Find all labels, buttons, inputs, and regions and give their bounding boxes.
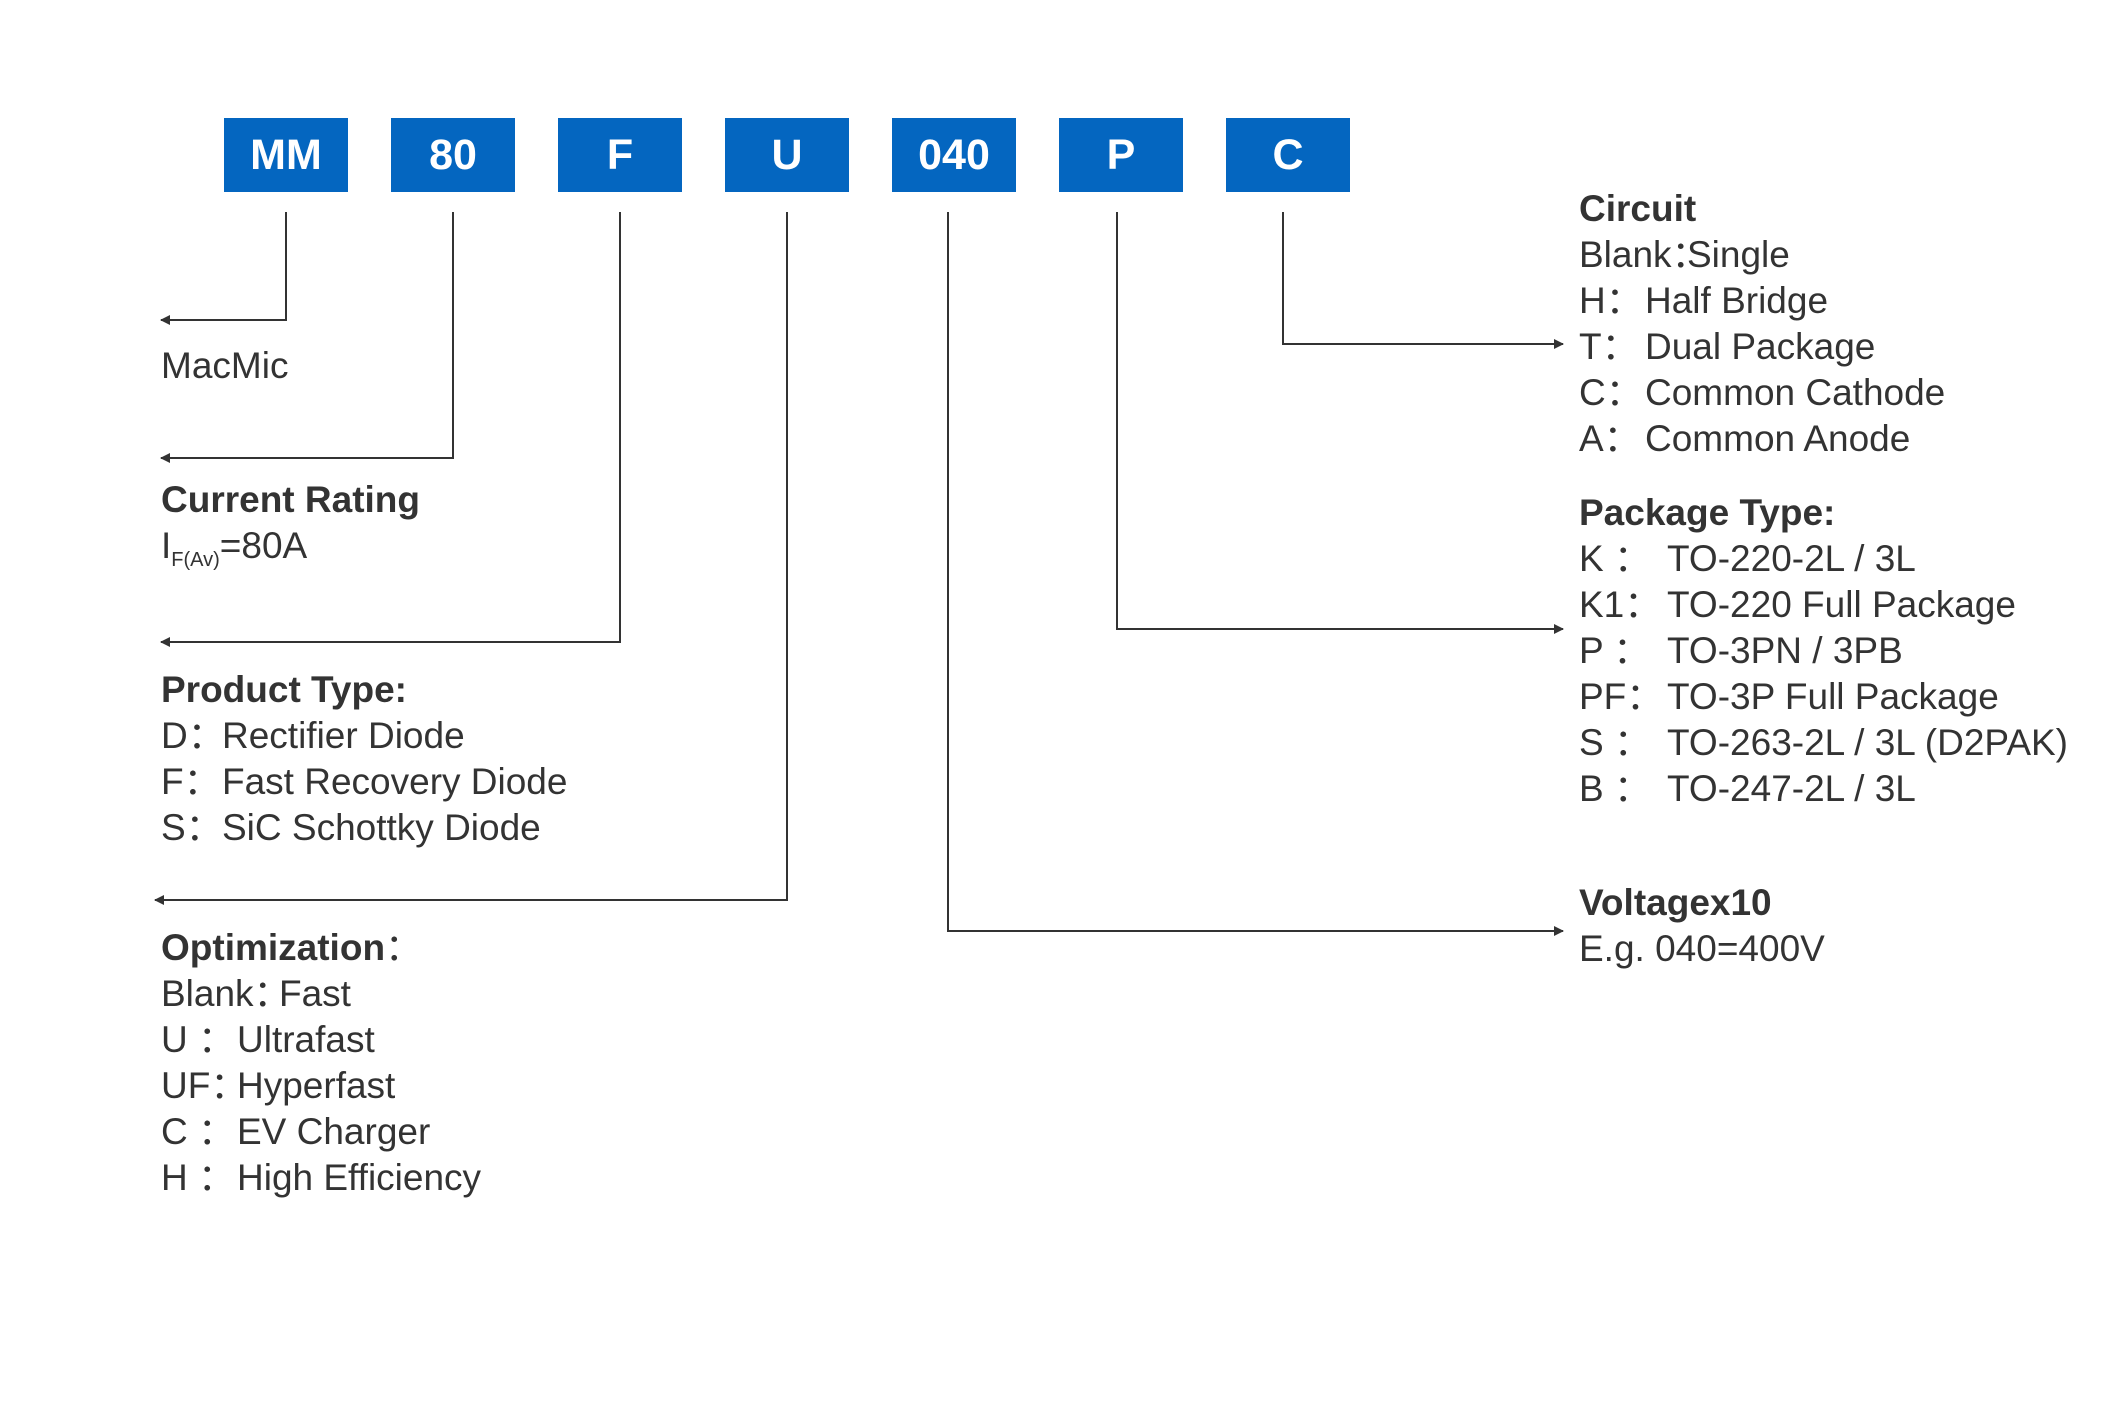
item-label: Ultrafast bbox=[237, 1019, 375, 1060]
connector-optimization bbox=[154, 212, 788, 905]
package-type-item: P ： TO-3PN / 3PB bbox=[1579, 628, 2068, 674]
optimization-title: Optimization bbox=[161, 927, 386, 968]
code-segment-mm: MM bbox=[224, 118, 348, 192]
item-label: TO-263-2L / 3L (D2PAK) bbox=[1667, 722, 2069, 763]
current-subscript: F(Av) bbox=[171, 549, 220, 571]
optimization-item: H ：High Efficiency bbox=[161, 1155, 481, 1201]
product-type-item: D：Rectifier Diode bbox=[161, 713, 567, 759]
item-code: K1： bbox=[1579, 584, 1662, 625]
product-type-item: S：SiC Schottky Diode bbox=[161, 805, 567, 851]
code-segment-optimization: U bbox=[725, 118, 849, 192]
current-symbol: I bbox=[161, 525, 172, 566]
optimization-block: Optimization： Blank：Fast U ：Ultrafast UF… bbox=[161, 925, 481, 1201]
item-label: Dual Package bbox=[1645, 326, 1876, 367]
item-code: H ： bbox=[161, 1157, 235, 1198]
optimization-item: UF：Hyperfast bbox=[161, 1063, 481, 1109]
item-label: Common Cathode bbox=[1645, 372, 1946, 413]
current-rating-block: Current Rating IF(Av)=80A bbox=[161, 477, 420, 583]
item-code: F： bbox=[161, 761, 221, 802]
package-type-item: K ： TO-220-2L / 3L bbox=[1579, 536, 2068, 582]
optimization-title-suffix: ： bbox=[385, 927, 423, 968]
package-type-title: Package Type: bbox=[1579, 492, 1836, 533]
item-code: C： bbox=[1579, 372, 1643, 413]
item-label: Common Anode bbox=[1645, 418, 1911, 459]
code-segment-circuit: C bbox=[1226, 118, 1350, 192]
product-type-item: F：Fast Recovery Diode bbox=[161, 759, 567, 805]
item-code: UF： bbox=[161, 1065, 248, 1106]
package-type-item: K1：TO-220 Full Package bbox=[1579, 582, 2068, 628]
item-code: B ： bbox=[1579, 768, 1651, 809]
item-code: S： bbox=[161, 807, 223, 848]
item-code: S ： bbox=[1579, 722, 1651, 763]
connector-product bbox=[160, 212, 621, 647]
brand-label: MacMic bbox=[161, 345, 289, 386]
item-code: PF： bbox=[1579, 676, 1664, 717]
item-label: TO-220-2L / 3L bbox=[1667, 538, 1916, 579]
package-type-item: S ： TO-263-2L / 3L (D2PAK) bbox=[1579, 720, 2068, 766]
item-label: Fast Recovery Diode bbox=[222, 761, 568, 802]
item-code: U ： bbox=[161, 1019, 235, 1060]
item-code: Blank： bbox=[1579, 234, 1709, 275]
item-label: SiC Schottky Diode bbox=[222, 807, 541, 848]
brand-block: MacMic bbox=[161, 343, 288, 389]
optimization-title-row: Optimization： bbox=[161, 925, 481, 971]
item-label: Hyperfast bbox=[237, 1065, 396, 1106]
circuit-item: C：Common Cathode bbox=[1579, 370, 1945, 416]
connector-brand bbox=[160, 212, 287, 325]
item-code: K ： bbox=[1579, 538, 1651, 579]
item-code: T： bbox=[1579, 326, 1639, 367]
circuit-item: T：Dual Package bbox=[1579, 324, 1945, 370]
connector-circuit bbox=[1282, 212, 1564, 349]
optimization-item: Blank：Fast bbox=[161, 971, 481, 1017]
product-type-title: Product Type: bbox=[161, 669, 407, 710]
circuit-title: Circuit bbox=[1579, 188, 1697, 229]
circuit-item: H：Half Bridge bbox=[1579, 278, 1945, 324]
package-type-block: Package Type: K ： TO-220-2L / 3L K1：TO-22… bbox=[1579, 490, 2068, 812]
item-label: TO-247-2L / 3L bbox=[1667, 768, 1916, 809]
code-segment-product: F bbox=[558, 118, 682, 192]
item-code: D： bbox=[161, 715, 225, 756]
item-label: Single bbox=[1687, 234, 1790, 275]
product-type-block: Product Type: D：Rectifier Diode F：Fast R… bbox=[161, 667, 567, 851]
item-label: Fast bbox=[279, 973, 351, 1014]
code-segment-package: P bbox=[1059, 118, 1183, 192]
item-label: Rectifier Diode bbox=[222, 715, 465, 756]
current-value: =80A bbox=[219, 525, 308, 566]
item-label: Half Bridge bbox=[1645, 280, 1829, 321]
package-type-item: B ： TO-247-2L / 3L bbox=[1579, 766, 2068, 812]
item-label: EV Charger bbox=[237, 1111, 431, 1152]
voltage-title: Voltagex10 bbox=[1579, 882, 1772, 923]
connector-voltage bbox=[947, 212, 1564, 936]
voltage-block: Voltagex10 E.g. 040=400V bbox=[1579, 880, 1825, 972]
item-code: A： bbox=[1579, 418, 1641, 459]
package-type-item: PF：TO-3P Full Package bbox=[1579, 674, 2068, 720]
item-code: Blank： bbox=[161, 973, 291, 1014]
item-label: TO-3PN / 3PB bbox=[1667, 630, 1903, 671]
item-label: High Efficiency bbox=[237, 1157, 482, 1198]
current-rating-title: Current Rating bbox=[161, 479, 420, 520]
code-segment-current: 80 bbox=[391, 118, 515, 192]
item-code: P ： bbox=[1579, 630, 1651, 671]
current-rating-value-row: IF(Av)=80A bbox=[161, 523, 420, 583]
item-code: C ： bbox=[161, 1111, 235, 1152]
optimization-item: U ：Ultrafast bbox=[161, 1017, 481, 1063]
connector-package bbox=[1116, 212, 1564, 634]
item-code: H： bbox=[1579, 280, 1643, 321]
circuit-block: Circuit Blank：Single H：Half Bridge T：Dua… bbox=[1579, 186, 1945, 462]
code-segment-voltage: 040 bbox=[892, 118, 1016, 192]
circuit-item: Blank：Single bbox=[1579, 232, 1945, 278]
circuit-item: A：Common Anode bbox=[1579, 416, 1945, 462]
connector-current bbox=[160, 212, 454, 463]
voltage-example: E.g. 040=400V bbox=[1579, 928, 1825, 969]
optimization-item: C ：EV Charger bbox=[161, 1109, 481, 1155]
item-label: TO-220 Full Package bbox=[1667, 584, 2016, 625]
item-label: TO-3P Full Package bbox=[1667, 676, 1999, 717]
